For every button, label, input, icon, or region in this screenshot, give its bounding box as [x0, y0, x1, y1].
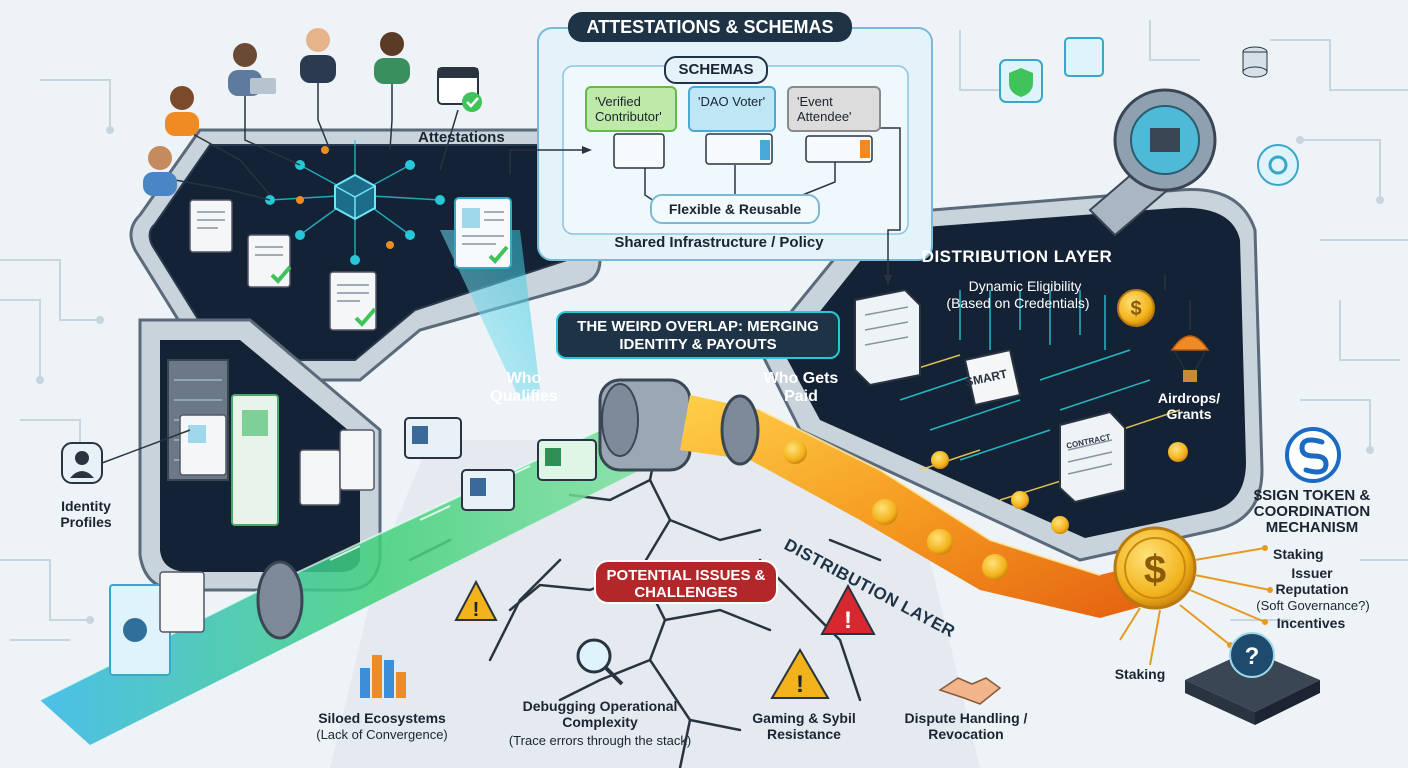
issue-subtitle: (Lack of Convergence): [316, 728, 448, 743]
document-icon: [248, 235, 290, 287]
document-icon: [706, 134, 772, 164]
identity-profiles-label: Identity Profiles: [51, 498, 121, 530]
svg-text:?: ?: [1245, 643, 1260, 670]
issuer-reputation-label: Issuer Reputation: [1267, 565, 1357, 597]
server-icon: [855, 290, 920, 385]
document-icon: [462, 470, 514, 510]
gear-icon: [1258, 145, 1298, 185]
who-gets-paid-label: Who Gets Paid: [756, 370, 846, 407]
cart-icon: [1065, 38, 1103, 76]
issue-title: Siloed Ecosystems: [307, 710, 457, 726]
issue-title: Dispute Handling / Revocation: [891, 710, 1041, 742]
document-icon: [538, 440, 596, 480]
document-icon: [806, 136, 872, 162]
shield-icon: [1000, 60, 1042, 102]
coin-icon: [931, 451, 949, 469]
schemas-label: SCHEMAS: [664, 56, 768, 84]
soft-governance-label: (Soft Governance?): [1256, 599, 1369, 614]
person-icon: [165, 86, 199, 136]
document-icon: [340, 430, 374, 490]
document-icon: [190, 200, 232, 252]
schema-card: 'DAO Voter': [688, 86, 776, 132]
coin-icon: [872, 499, 898, 525]
document-icon: [300, 450, 340, 505]
document-icon: [455, 198, 511, 268]
coin-icon: [1011, 491, 1029, 509]
document-icon: [180, 415, 226, 475]
svg-text:!: !: [473, 599, 480, 621]
server-icon: [1060, 412, 1125, 502]
incentives-label: Incentives: [1277, 615, 1345, 631]
pipe-junction: [600, 380, 690, 470]
schema-card: 'Verified Contributor': [585, 86, 677, 132]
pipe-collar: [722, 396, 758, 464]
coin-icon: $: [1115, 528, 1195, 608]
svg-text:$: $: [1130, 298, 1141, 320]
staking-bottom-label: Staking: [1115, 666, 1166, 682]
token-logo-icon: [1287, 429, 1339, 481]
issue-subtitle: (Trace errors through the stack): [509, 734, 691, 749]
person-icon: [374, 32, 410, 84]
schema-card: 'Event Attendee': [787, 86, 881, 132]
svg-text:!: !: [796, 671, 804, 698]
coin-icon: [927, 529, 953, 555]
pipe-collar: [258, 562, 302, 638]
coin-icon: [982, 554, 1008, 580]
distribution-layer-title: DISTRIBUTION LAYER: [922, 247, 1113, 267]
svg-text:$: $: [1144, 548, 1166, 592]
document-icon: [614, 134, 664, 168]
attestations-label: Attestations: [418, 129, 505, 146]
coin-icon: [783, 440, 807, 464]
who-qualifies-label: Who Qualifies: [479, 370, 569, 407]
document-icon: [405, 418, 461, 458]
weird-overlap-title: THE WEIRD OVERLAP: MERGING IDENTITY & PA…: [556, 311, 840, 359]
shared-infrastructure-label: Shared Infrastructure / Policy: [614, 234, 823, 251]
coin-icon: $: [1118, 290, 1154, 326]
potential-issues-title: POTENTIAL ISSUES & CHALLENGES: [594, 560, 778, 604]
staking-label: Staking: [1273, 546, 1324, 562]
airdrops-grants-label: Airdrops/ Grants: [1149, 390, 1229, 422]
cube-icon: [335, 175, 375, 219]
coin-icon: [1168, 442, 1188, 462]
svg-text:!: !: [844, 607, 852, 634]
coin-icon: [1051, 516, 1069, 534]
flexible-reusable-label: Flexible & Reusable: [650, 194, 820, 224]
document-icon: [160, 572, 204, 632]
database-icon: [1243, 47, 1267, 77]
attestations-schemas-title: ATTESTATIONS & SCHEMAS: [568, 12, 852, 42]
person-icon: [228, 43, 276, 96]
document-icon: [232, 395, 278, 525]
dynamic-eligibility-label: Dynamic Eligibility: [969, 278, 1082, 294]
document-icon: [330, 272, 376, 330]
question-icon: ?: [1185, 633, 1320, 725]
eligibility-subtitle: (Based on Credentials): [946, 295, 1089, 311]
issue-title: Debugging Operational Complexity: [520, 698, 680, 730]
person-icon: [300, 28, 336, 83]
sign-token-title: $SIGN TOKEN & COORDINATION MECHANISM: [1242, 488, 1382, 536]
person-icon: [62, 443, 102, 483]
issue-title: Gaming & Sybil Resistance: [729, 710, 879, 742]
calendar-icon: [438, 68, 482, 112]
